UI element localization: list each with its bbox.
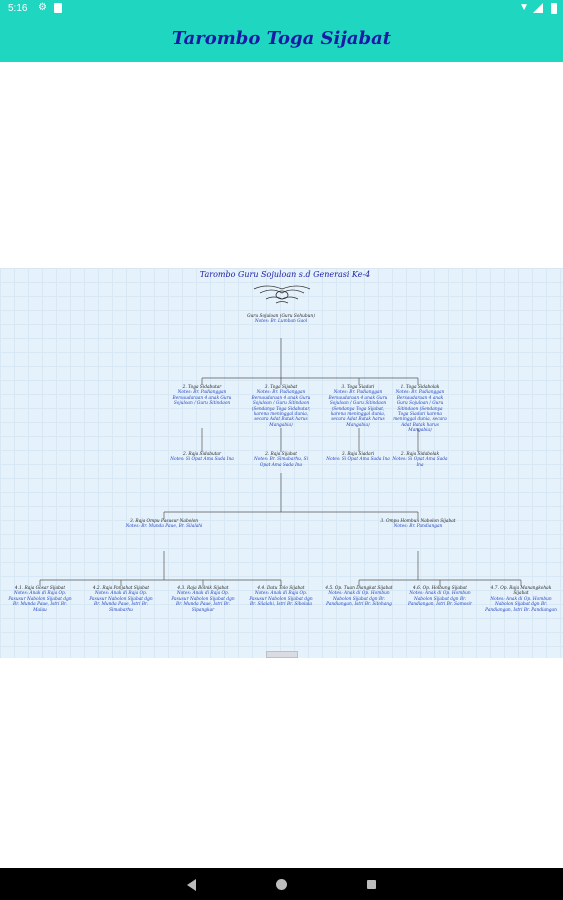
node-note: Notes: Anak di Op. Hombun Nabolon Sijaba… — [485, 596, 557, 613]
node-note: Notes: Anak di Op. Hombun Nabolon Sijaba… — [326, 591, 392, 608]
node-note: Notes: Br. Lumban Gaol — [254, 319, 308, 325]
node-note: Notes: Br. Padianggan Bersaudaraan 4 ana… — [328, 390, 388, 428]
node-note: Notes: Anak di Raja Op. Pasusur Nabolon … — [8, 591, 72, 613]
app-title: Tarombo Toga Sijabat — [171, 28, 392, 49]
tree-node: 4.4. Datu Tolo Sijabat Notes: Anak di Ra… — [247, 586, 315, 608]
node-note: Notes: Br. Simabarhu, Si Opat Ama Sada I… — [253, 457, 308, 468]
navigation-bar — [0, 868, 563, 900]
tree-node: 1. Toga Sidabolak Notes: Br. Padianggan … — [392, 385, 448, 434]
node-name: 3. Raja Ompu Pasusur Nabolon — [129, 519, 199, 524]
node-note: Notes: Anak di Raja Op. Pasusur Nabolon … — [171, 591, 235, 613]
node-note: Notes: Si Opat Ama Sada Ina — [170, 457, 234, 463]
signal-icon — [533, 3, 543, 13]
node-name: 4.5. Op. Tuan Diangkat Sijabat — [325, 586, 393, 591]
image-scroll-handle[interactable] — [266, 651, 298, 658]
node-note: Notes: Anak di Raja Op. Pasusur Nabolon … — [89, 591, 153, 613]
tree-title: Tarombo Guru Sojuloan s.d Generasi Ke-4 — [199, 270, 371, 279]
node-note: Notes: Anak di Op. Hombun Nabolon Sijaba… — [408, 591, 472, 608]
ornament-divider-icon — [253, 285, 311, 304]
node-name: 2. Raja Sidabutar — [182, 452, 222, 457]
tree-node: 3. Ompu Hombun Nabolon Sijabat Notes: Br… — [380, 519, 456, 530]
node-name: 4.1. Raja Gosar Sijabat — [14, 586, 66, 591]
node-name: 2. Toga Sidabutar — [182, 385, 222, 390]
status-bar: 5:16 ⚙ ▼ — [0, 0, 563, 18]
node-name: 4.2. Raja Panjahat Sijabat — [92, 586, 150, 591]
node-name: 4.3. Raja Bolnik Sijabat — [177, 586, 229, 591]
app-bar: Tarombo Toga Sijabat — [0, 18, 563, 62]
node-name: 3. Raja Siadari — [341, 452, 375, 457]
tree-connector-lines — [39, 338, 522, 586]
tree-node: 2. Raja Sidabolak Notes: Si Opat Ama Sad… — [392, 452, 448, 468]
node-name: 4.6. Op. Holbung Sijabat — [413, 586, 467, 591]
tree-node: 4.7. Op. Raja Manangkohak Sijabat Notes:… — [484, 586, 558, 613]
tree-node: 4.6. Op. Holbung Sijabat Notes: Anak di … — [406, 586, 474, 608]
node-name: 4.4. Datu Tolo Sijabat — [257, 586, 305, 591]
node-name: 3. Ompu Hombun Nabolon Sijabat — [380, 519, 456, 524]
tree-node: 2. Raja Sidabutar Notes: Si Opat Ama Sad… — [170, 452, 234, 463]
recent-apps-icon[interactable] — [367, 880, 376, 889]
node-name: 3. Toga Sijabat — [264, 385, 298, 390]
node-name: 2. Raja Sidabolak — [400, 452, 440, 457]
tree-node: 2. Toga Sidabutar Notes: Br. Padianggan … — [170, 385, 234, 407]
tree-node: 4.3. Raja Bolnik Sijabat Notes: Anak di … — [169, 586, 237, 613]
status-time: 5:16 — [8, 3, 28, 14]
tree-node: 4.5. Op. Tuan Diangkat Sijabat Notes: An… — [325, 586, 393, 608]
node-note: Notes: Br. Padianggan Bersaudaraan 4 ana… — [172, 390, 232, 407]
tree-node: 3. Toga Siadari Notes: Br. Padianggan Be… — [326, 385, 390, 428]
node-note: Notes: Br. Padianggan Bersaudaraan 4 ana… — [393, 390, 447, 434]
node-note: Notes: Br. Munda Paue, Br. Silalahi — [125, 524, 203, 530]
node-note: Notes: Si Opat Ama Sada Ina — [392, 457, 448, 468]
node-note: Notes: Anak di Raja Op. Pasusur Nabolon … — [249, 591, 313, 608]
tree-node: 4.1. Raja Gosar Sijabat Notes: Anak di R… — [6, 586, 74, 613]
node-note: Notes: Br. Padianggan Bersaudaraan 4 ana… — [251, 390, 311, 428]
node-name: Guru Sojuloan (Guru Sohubun) — [247, 314, 315, 319]
node-name: 4.7. Op. Raja Manangkohak Sijabat — [490, 586, 552, 597]
family-tree-image[interactable]: Tarombo Guru Sojuloan s.d Generasi Ke-4 … — [0, 268, 563, 658]
settings-icon: ⚙ — [38, 2, 47, 13]
back-icon[interactable] — [187, 879, 196, 891]
sd-card-icon — [54, 3, 62, 13]
tree-node: 3. Raja Ompu Pasusur Nabolon Notes: Br. … — [124, 519, 204, 530]
tree-node: 4.2. Raja Panjahat Sijabat Notes: Anak d… — [87, 586, 155, 613]
tree-node: 3. Raja Siadari Notes: Si Opat Ama Sada … — [326, 452, 390, 463]
node-name: 1. Toga Sidabolak — [400, 385, 440, 390]
node-name: 3. Toga Siadari — [341, 385, 375, 390]
tree-node: 2. Raja Sijabat Notes: Br. Simabarhu, Si… — [249, 452, 313, 468]
battery-icon — [551, 3, 557, 14]
node-note: Notes: Br. Pandiangan — [393, 524, 443, 530]
tree-node: 3. Toga Sijabat Notes: Br. Padianggan Be… — [249, 385, 313, 428]
node-note: Notes: Si Opat Ama Sada Ina — [326, 457, 390, 463]
tree-node-root: Guru Sojuloan (Guru Sohubun) Notes: Br. … — [244, 314, 318, 325]
home-icon[interactable] — [276, 879, 287, 890]
node-name: 2. Raja Sijabat — [265, 452, 297, 457]
wifi-icon: ▼ — [519, 2, 529, 13]
